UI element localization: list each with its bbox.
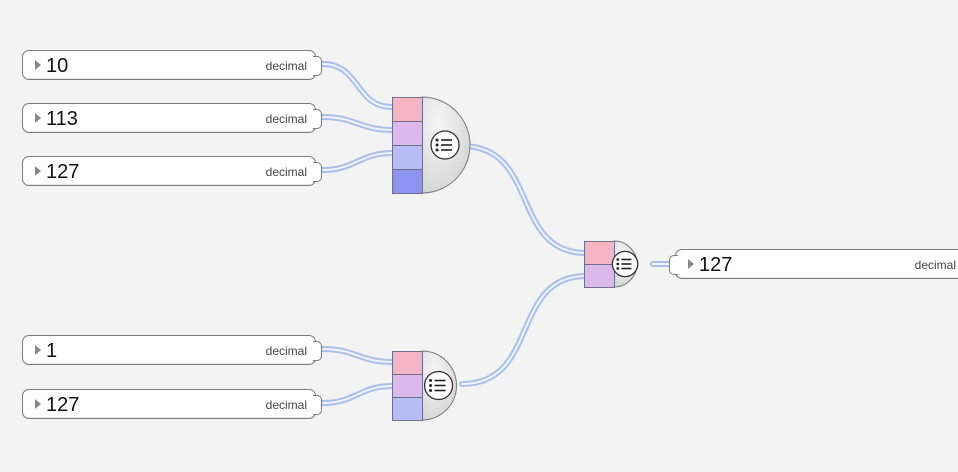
- expand-arrow-icon[interactable]: [35, 166, 41, 176]
- input-value[interactable]: 127: [46, 394, 80, 416]
- unit-label: decimal: [265, 165, 307, 179]
- input-port[interactable]: [584, 264, 615, 288]
- output-connector[interactable]: [313, 341, 322, 361]
- input-value[interactable]: 127: [46, 161, 80, 183]
- wire-input-2: [320, 114, 395, 133]
- input-node-5[interactable]: 127 decimal: [22, 389, 322, 419]
- input-port[interactable]: [392, 145, 423, 170]
- output-connector[interactable]: [313, 395, 322, 415]
- output-value: 127: [699, 254, 733, 276]
- list-max-icon: [430, 130, 460, 160]
- input-value[interactable]: 10: [46, 55, 69, 77]
- expand-arrow-icon[interactable]: [35, 345, 41, 355]
- wire-input-3: [320, 150, 395, 173]
- max-block-1[interactable]: [392, 96, 471, 194]
- unit-label: decimal: [265, 112, 307, 126]
- wire-block1-output: [459, 143, 589, 256]
- expand-arrow-icon[interactable]: [35, 60, 41, 70]
- max-block-2[interactable]: [392, 350, 457, 421]
- input-node-4[interactable]: 1 decimal: [22, 335, 322, 365]
- input-node-1[interactable]: 10 decimal: [22, 50, 322, 80]
- input-port[interactable]: [392, 351, 423, 375]
- list-max-icon: [423, 370, 454, 401]
- input-port[interactable]: [392, 374, 423, 398]
- unit-label: decimal: [265, 398, 307, 412]
- wire-block2-output: [459, 273, 589, 387]
- input-port[interactable]: [392, 97, 423, 122]
- input-node-3[interactable]: 127 decimal: [22, 156, 322, 186]
- output-connector[interactable]: [313, 162, 322, 182]
- input-node-2[interactable]: 113 decimal: [22, 103, 322, 133]
- input-value[interactable]: 113: [46, 108, 78, 130]
- unit-label: decimal: [265, 59, 307, 73]
- expand-arrow-icon[interactable]: [35, 113, 41, 123]
- input-port[interactable]: [584, 241, 615, 265]
- input-connector[interactable]: [669, 255, 678, 275]
- input-port[interactable]: [392, 169, 423, 194]
- output-node[interactable]: 127 decimal: [669, 249, 958, 279]
- unit-label: decimal: [914, 258, 956, 272]
- wire-input-1: [320, 61, 395, 110]
- output-connector[interactable]: [313, 109, 322, 129]
- unit-label: decimal: [265, 344, 307, 358]
- input-port[interactable]: [392, 121, 423, 146]
- max-block-final[interactable]: [584, 240, 639, 288]
- expand-arrow-icon[interactable]: [35, 399, 41, 409]
- input-port[interactable]: [392, 397, 423, 421]
- input-value[interactable]: 1: [46, 340, 58, 362]
- output-connector[interactable]: [313, 56, 322, 76]
- expand-arrow-icon[interactable]: [688, 259, 694, 269]
- list-max-icon: [611, 250, 639, 278]
- wire-input-4: [320, 346, 395, 365]
- wire-input-5: [320, 383, 395, 406]
